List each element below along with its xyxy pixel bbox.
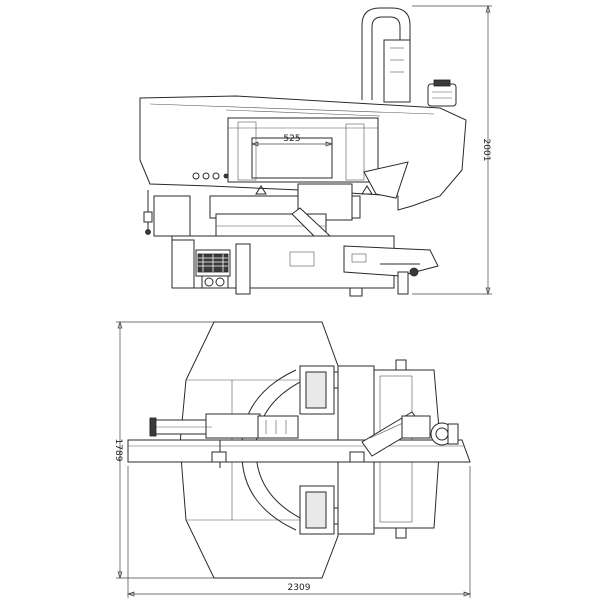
vise-assembly	[209, 183, 361, 241]
roller-table	[343, 245, 439, 295]
side-elevation-view: 525	[139, 4, 492, 297]
depth-label: 1789	[113, 439, 123, 462]
blade-width-dimension: 525	[250, 134, 334, 147]
length-dimension: 2309	[126, 466, 472, 598]
plan-view: 1789 2309	[113, 320, 472, 598]
warning-icon	[361, 185, 373, 195]
length-label: 2309	[288, 583, 311, 593]
ventilation-grille	[197, 253, 229, 273]
blade-width-label: 525	[283, 134, 300, 144]
base-frame	[171, 235, 395, 297]
warning-icon	[255, 185, 267, 195]
blade-guide-window	[227, 117, 379, 183]
lower-wheel-housing	[299, 485, 351, 535]
control-panel	[192, 172, 229, 180]
upper-wheel-housing	[299, 365, 351, 415]
height-label: 2001	[481, 139, 491, 162]
hydraulic-cylinder	[149, 413, 299, 439]
depth-dimension: 1789	[113, 320, 214, 580]
coolant-hose	[361, 7, 411, 103]
outfeed-drive	[361, 411, 459, 457]
motor	[427, 79, 457, 107]
chip-guard	[363, 161, 409, 199]
height-dimension: 2001	[412, 4, 492, 296]
pump-unit	[201, 275, 229, 289]
left-handle	[143, 190, 191, 237]
